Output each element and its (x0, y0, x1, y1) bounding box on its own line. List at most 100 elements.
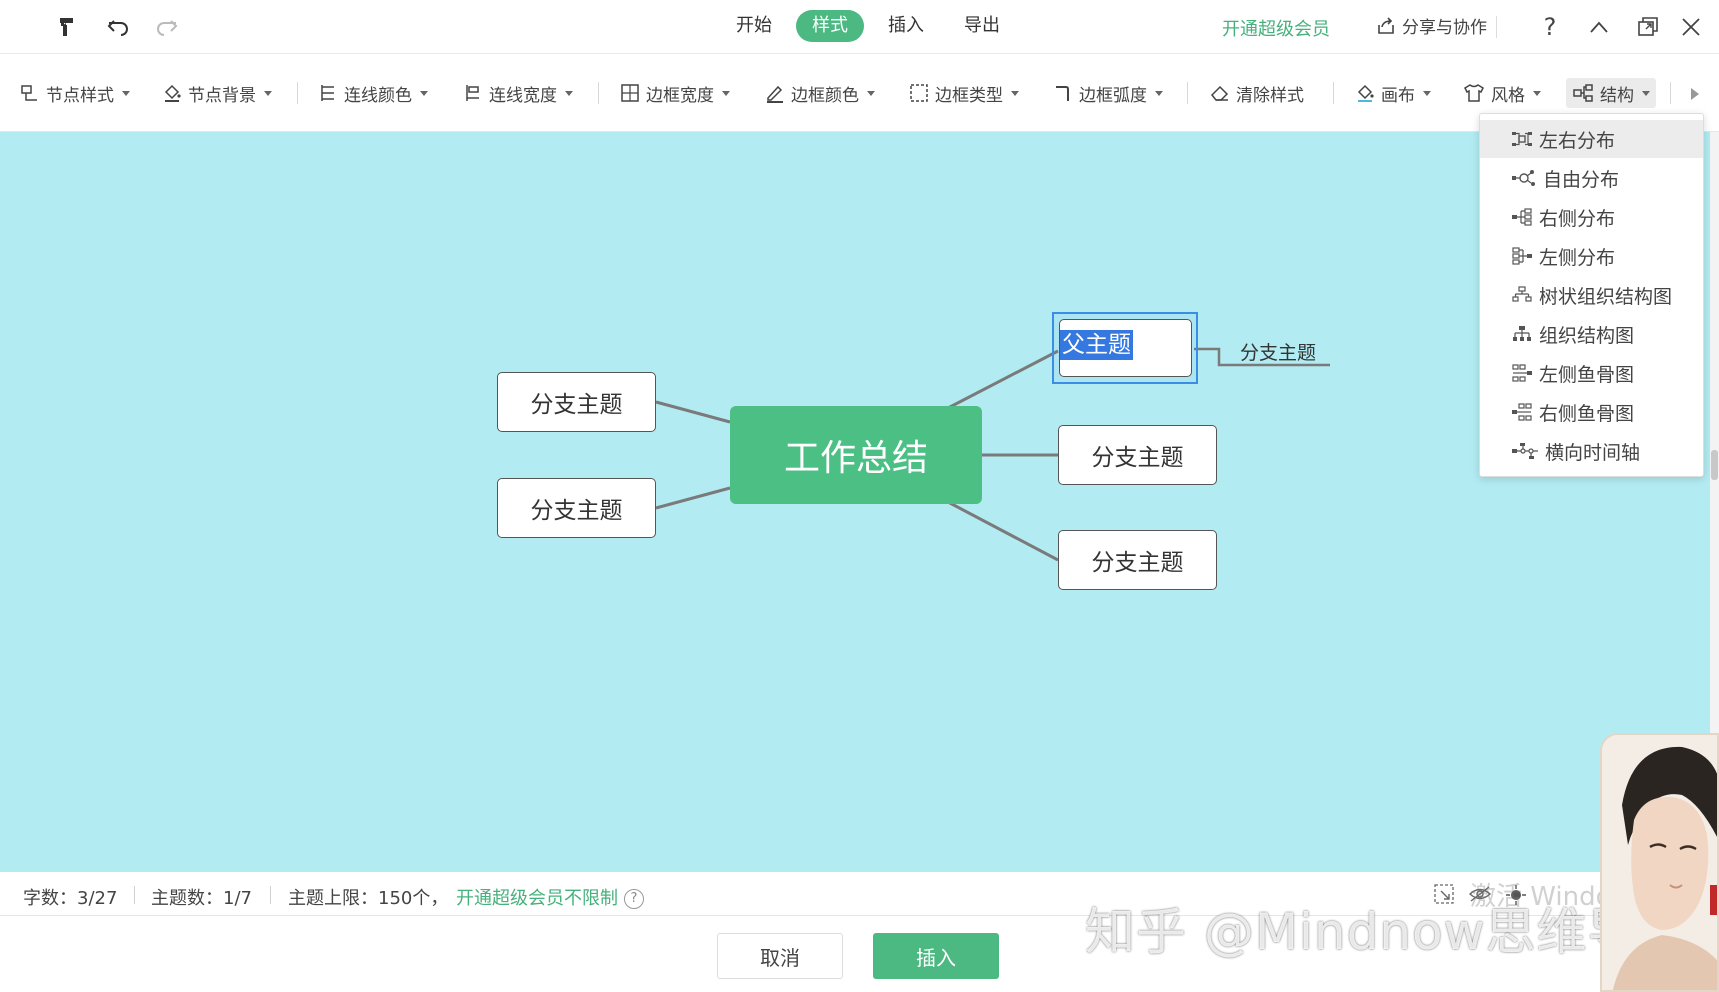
undo-icon[interactable] (103, 12, 133, 42)
help-icon[interactable]: ? (624, 889, 644, 909)
dialog-footer: 取消 插入 (0, 916, 1719, 992)
theme-button[interactable]: 风格 (1463, 78, 1541, 108)
corner-radius-icon (1056, 86, 1069, 101)
vip-unlimited-link[interactable]: 开通超级会员不限制? (456, 884, 644, 910)
collapse-icon[interactable] (1584, 12, 1614, 42)
line-color-label: 连线颜色 (344, 85, 412, 106)
node-background-label: 节点背景 (188, 85, 256, 106)
timeline-icon (1512, 443, 1538, 459)
toolbar-divider (1187, 82, 1188, 104)
topic-limit: 主题上限：150个， (288, 888, 449, 909)
help-button[interactable]: ? (1543, 13, 1557, 41)
chevron-down-icon (1011, 90, 1019, 96)
watermark-text: 知乎 @Mindnow思维导图 (1085, 903, 1690, 961)
root-node[interactable]: 工作总结 (730, 406, 982, 504)
chevron-down-icon (122, 90, 130, 96)
share-button[interactable]: 分享与协作 (1376, 13, 1487, 38)
border-radius-label: 边框弧度 (1079, 85, 1147, 106)
tab-start[interactable]: 开始 (736, 15, 772, 36)
menu-item-tree-org[interactable]: 树状组织结构图 (1480, 276, 1703, 314)
view-icon[interactable] (1505, 884, 1527, 911)
menu-item-label: 右侧鱼骨图 (1539, 402, 1635, 425)
branch-node-left-2[interactable]: 分支主题 (497, 478, 656, 538)
menu-item-label: 左右分布 (1539, 129, 1616, 152)
selected-node-text[interactable]: 父主题 (1060, 330, 1133, 360)
line-width-button[interactable]: 连线宽度 (463, 78, 573, 108)
node-style-button[interactable]: 节点样式 (20, 78, 130, 108)
scrollbar-thumb[interactable] (1711, 450, 1718, 480)
canvas-button[interactable]: 画布 (1355, 78, 1431, 108)
branch-node-right-2[interactable]: 分支主题 (1058, 530, 1217, 590)
mindmap-canvas[interactable]: 分支主题 分支主题 工作总结 父主题 分支主题 分支主题 分支主题 (0, 132, 1710, 872)
free-layout-icon (1512, 170, 1535, 186)
connector-lines (655, 347, 1330, 562)
line-color-button[interactable]: 连线颜色 (318, 78, 428, 108)
node-style-label: 节点样式 (46, 85, 114, 106)
activation-ghost-text: 激活 Windo (1470, 882, 1612, 912)
theme-label: 风格 (1491, 85, 1525, 106)
avatar-portrait (1602, 735, 1717, 990)
menu-item-left[interactable]: 左侧分布 (1480, 237, 1703, 275)
line-width-icon (466, 85, 479, 101)
border-width-button[interactable]: 边框宽度 (620, 78, 730, 108)
line-width-label: 连线宽度 (489, 85, 557, 106)
toolbar-divider (1670, 82, 1671, 104)
border-width-icon (621, 84, 639, 102)
branch-node-right-1[interactable]: 分支主题 (1058, 425, 1217, 485)
restore-window-icon[interactable] (1633, 12, 1663, 42)
chevron-down-icon (565, 90, 573, 96)
menu-item-label: 组织结构图 (1539, 324, 1635, 347)
avatar (1600, 733, 1719, 992)
format-painter-icon[interactable] (52, 12, 82, 42)
tab-style[interactable]: 样式 (796, 10, 864, 42)
main-tabs: 开始 样式 插入 导出 (716, 10, 1020, 42)
cancel-button[interactable]: 取消 (717, 933, 843, 979)
paint-bucket-icon (1357, 84, 1374, 102)
insert-button[interactable]: 插入 (873, 933, 999, 979)
menu-item-org[interactable]: 组织结构图 (1480, 315, 1703, 353)
vertical-scrollbar[interactable] (1710, 132, 1719, 872)
share-icon (1378, 16, 1394, 34)
fishbone-right-icon (1512, 403, 1532, 421)
shirt-icon (1464, 84, 1484, 102)
vip-link[interactable]: 开通超级会员 (1222, 19, 1330, 40)
menu-item-free[interactable]: 自由分布 (1480, 159, 1703, 197)
selected-node-frame[interactable]: 父主题 (1052, 312, 1198, 384)
menu-item-fishbone-right[interactable]: 右侧鱼骨图 (1480, 393, 1703, 431)
tab-insert[interactable]: 插入 (888, 15, 924, 36)
status-divider (134, 886, 135, 904)
pen-icon (767, 85, 783, 103)
toolbar-divider (598, 82, 599, 104)
structure-button[interactable]: 结构 (1566, 78, 1656, 108)
border-type-button[interactable]: 边框类型 (909, 78, 1019, 108)
scroll-right-icon[interactable] (1690, 86, 1700, 105)
menu-item-label: 横向时间轴 (1545, 441, 1641, 464)
menu-item-label: 树状组织结构图 (1539, 285, 1673, 308)
menu-item-label: 左侧分布 (1539, 246, 1616, 269)
structure-menu: 左右分布 自由分布 右侧分布 左侧分布 树状组织结构图 组织结构图 左侧鱼骨图 … (1479, 113, 1704, 477)
chevron-down-icon (1533, 90, 1541, 96)
menu-item-right[interactable]: 右侧分布 (1480, 198, 1703, 236)
hide-icon[interactable] (1468, 885, 1492, 908)
connector-line (1194, 347, 1330, 367)
menu-item-left-right[interactable]: 左右分布 (1480, 120, 1703, 158)
menu-item-fishbone-left[interactable]: 左侧鱼骨图 (1480, 354, 1703, 392)
clear-style-button[interactable]: 清除样式 (1210, 78, 1304, 108)
vip-unlimited-label: 开通超级会员不限制 (456, 888, 618, 909)
left-right-layout-icon (1512, 132, 1532, 146)
tab-export[interactable]: 导出 (964, 15, 1000, 36)
border-type-label: 边框类型 (935, 85, 1003, 106)
border-radius-button[interactable]: 边框弧度 (1053, 78, 1163, 108)
fit-view-icon[interactable] (1433, 883, 1455, 910)
node-background-button[interactable]: 节点背景 (162, 78, 272, 108)
border-color-button[interactable]: 边框颜色 (765, 78, 875, 108)
branch-node-left-1[interactable]: 分支主题 (497, 372, 656, 432)
right-layout-icon (1512, 208, 1532, 226)
redo-icon[interactable] (152, 12, 182, 42)
chevron-down-icon (722, 90, 730, 96)
line-color-icon (321, 85, 334, 101)
connector-line (655, 486, 731, 510)
sub-branch-label[interactable]: 分支主题 (1240, 342, 1317, 364)
close-icon[interactable] (1676, 12, 1706, 42)
menu-item-timeline[interactable]: 横向时间轴 (1480, 432, 1703, 470)
